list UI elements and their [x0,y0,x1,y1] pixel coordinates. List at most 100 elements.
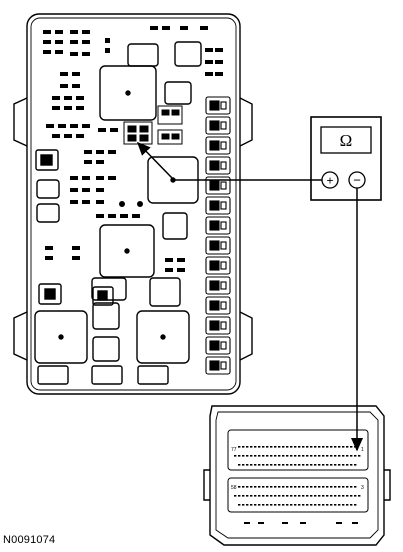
socket [205,356,231,375]
connector-pin [350,455,353,457]
connector-pin [342,486,345,488]
connector-pin [258,464,261,466]
connector-pin [246,464,249,466]
connector-pin [346,495,349,497]
connector-pin [282,446,285,448]
connector-pin [270,504,273,506]
connector-pin [266,504,269,506]
connector-pin [294,464,297,466]
negative-terminal-label: − [353,173,361,188]
pin-number-top-left: 77 [231,447,237,453]
mini-relay [92,302,120,330]
mini-relay [174,41,202,67]
connector-pin [294,495,297,497]
connector-pin [282,495,285,497]
connector-pin [274,504,277,506]
connector-pin [262,504,265,506]
bottom-fuse-block [37,365,69,385]
junction-box [13,13,253,395]
large-relay [99,65,157,121]
connector-pin [242,446,245,448]
connector-pin [246,486,249,488]
connector-pin [266,486,269,488]
connector-pin [294,486,297,488]
connector-pin [330,495,333,497]
socket [205,256,231,275]
connector-pin [258,446,261,448]
junction-box-outer-housing [26,13,241,395]
connector-pin [322,486,325,488]
connector-pin [310,464,313,466]
large-relay [99,224,155,278]
connector-pin [330,486,333,488]
connector-pin [322,464,325,466]
connector-pin [302,504,305,506]
connector-pin [254,486,257,488]
connector-pin [246,495,249,497]
connector-pin [306,504,309,506]
socket [205,296,231,315]
connector-pin [250,504,253,506]
connector-latch-right [384,469,391,501]
connector-pin [286,464,289,466]
connector-pin [282,464,285,466]
connector-pin [322,495,325,497]
connector-pin [298,504,301,506]
connector-pin [242,486,245,488]
connector-pin [262,486,265,488]
connector-pin [330,455,333,457]
socket [205,316,231,335]
connector-pin [342,504,345,506]
connector-pin [334,446,337,448]
connector-pin [238,495,241,497]
mini-relay [149,277,181,307]
connector-pin [270,455,273,457]
ohm-symbol: Ω [340,131,353,150]
connector-pin [354,504,357,506]
keying-slot [352,522,358,524]
connector-pin [346,455,349,457]
connector-pin [350,504,353,506]
connector-pin [270,464,273,466]
connector-pin [338,464,341,466]
connector-pin [274,486,277,488]
keying-slot [336,522,342,524]
connector-pin [342,464,345,466]
connector-pin [286,486,289,488]
connector-pin [358,455,361,457]
connector-pin [258,504,261,506]
mini-fuse-array [43,26,223,272]
connector-pin [326,446,329,448]
bottom-fuse-block [137,365,169,385]
keying-slot [282,522,288,524]
connector-pin [338,446,341,448]
socket [205,336,231,355]
connector-pin [282,455,285,457]
connector-pin [278,446,281,448]
connector-pin [290,455,293,457]
connector-pin [350,486,353,488]
connector-pin [286,455,289,457]
socket [205,136,231,155]
connector-pin [250,486,253,488]
large-relay [136,310,190,364]
connector-pin-rows [234,446,361,524]
socket [205,196,231,215]
connector-pin [298,464,301,466]
connector-pin [306,464,309,466]
connector-pin [306,486,309,488]
connector-pin [286,495,289,497]
connector-pin [318,446,321,448]
connector-pin [250,455,253,457]
connector-pin [334,504,337,506]
connector-pin [354,486,357,488]
connector-pin [254,446,257,448]
connector-pin [314,495,317,497]
fuse-socket-column [205,96,231,375]
ohmmeter-display [320,126,372,154]
pin-number-bottom-left: 58 [231,485,237,491]
connector-pin [270,495,273,497]
mini-relay [92,336,120,362]
connector-pin [242,455,245,457]
connector-pin [266,446,269,448]
